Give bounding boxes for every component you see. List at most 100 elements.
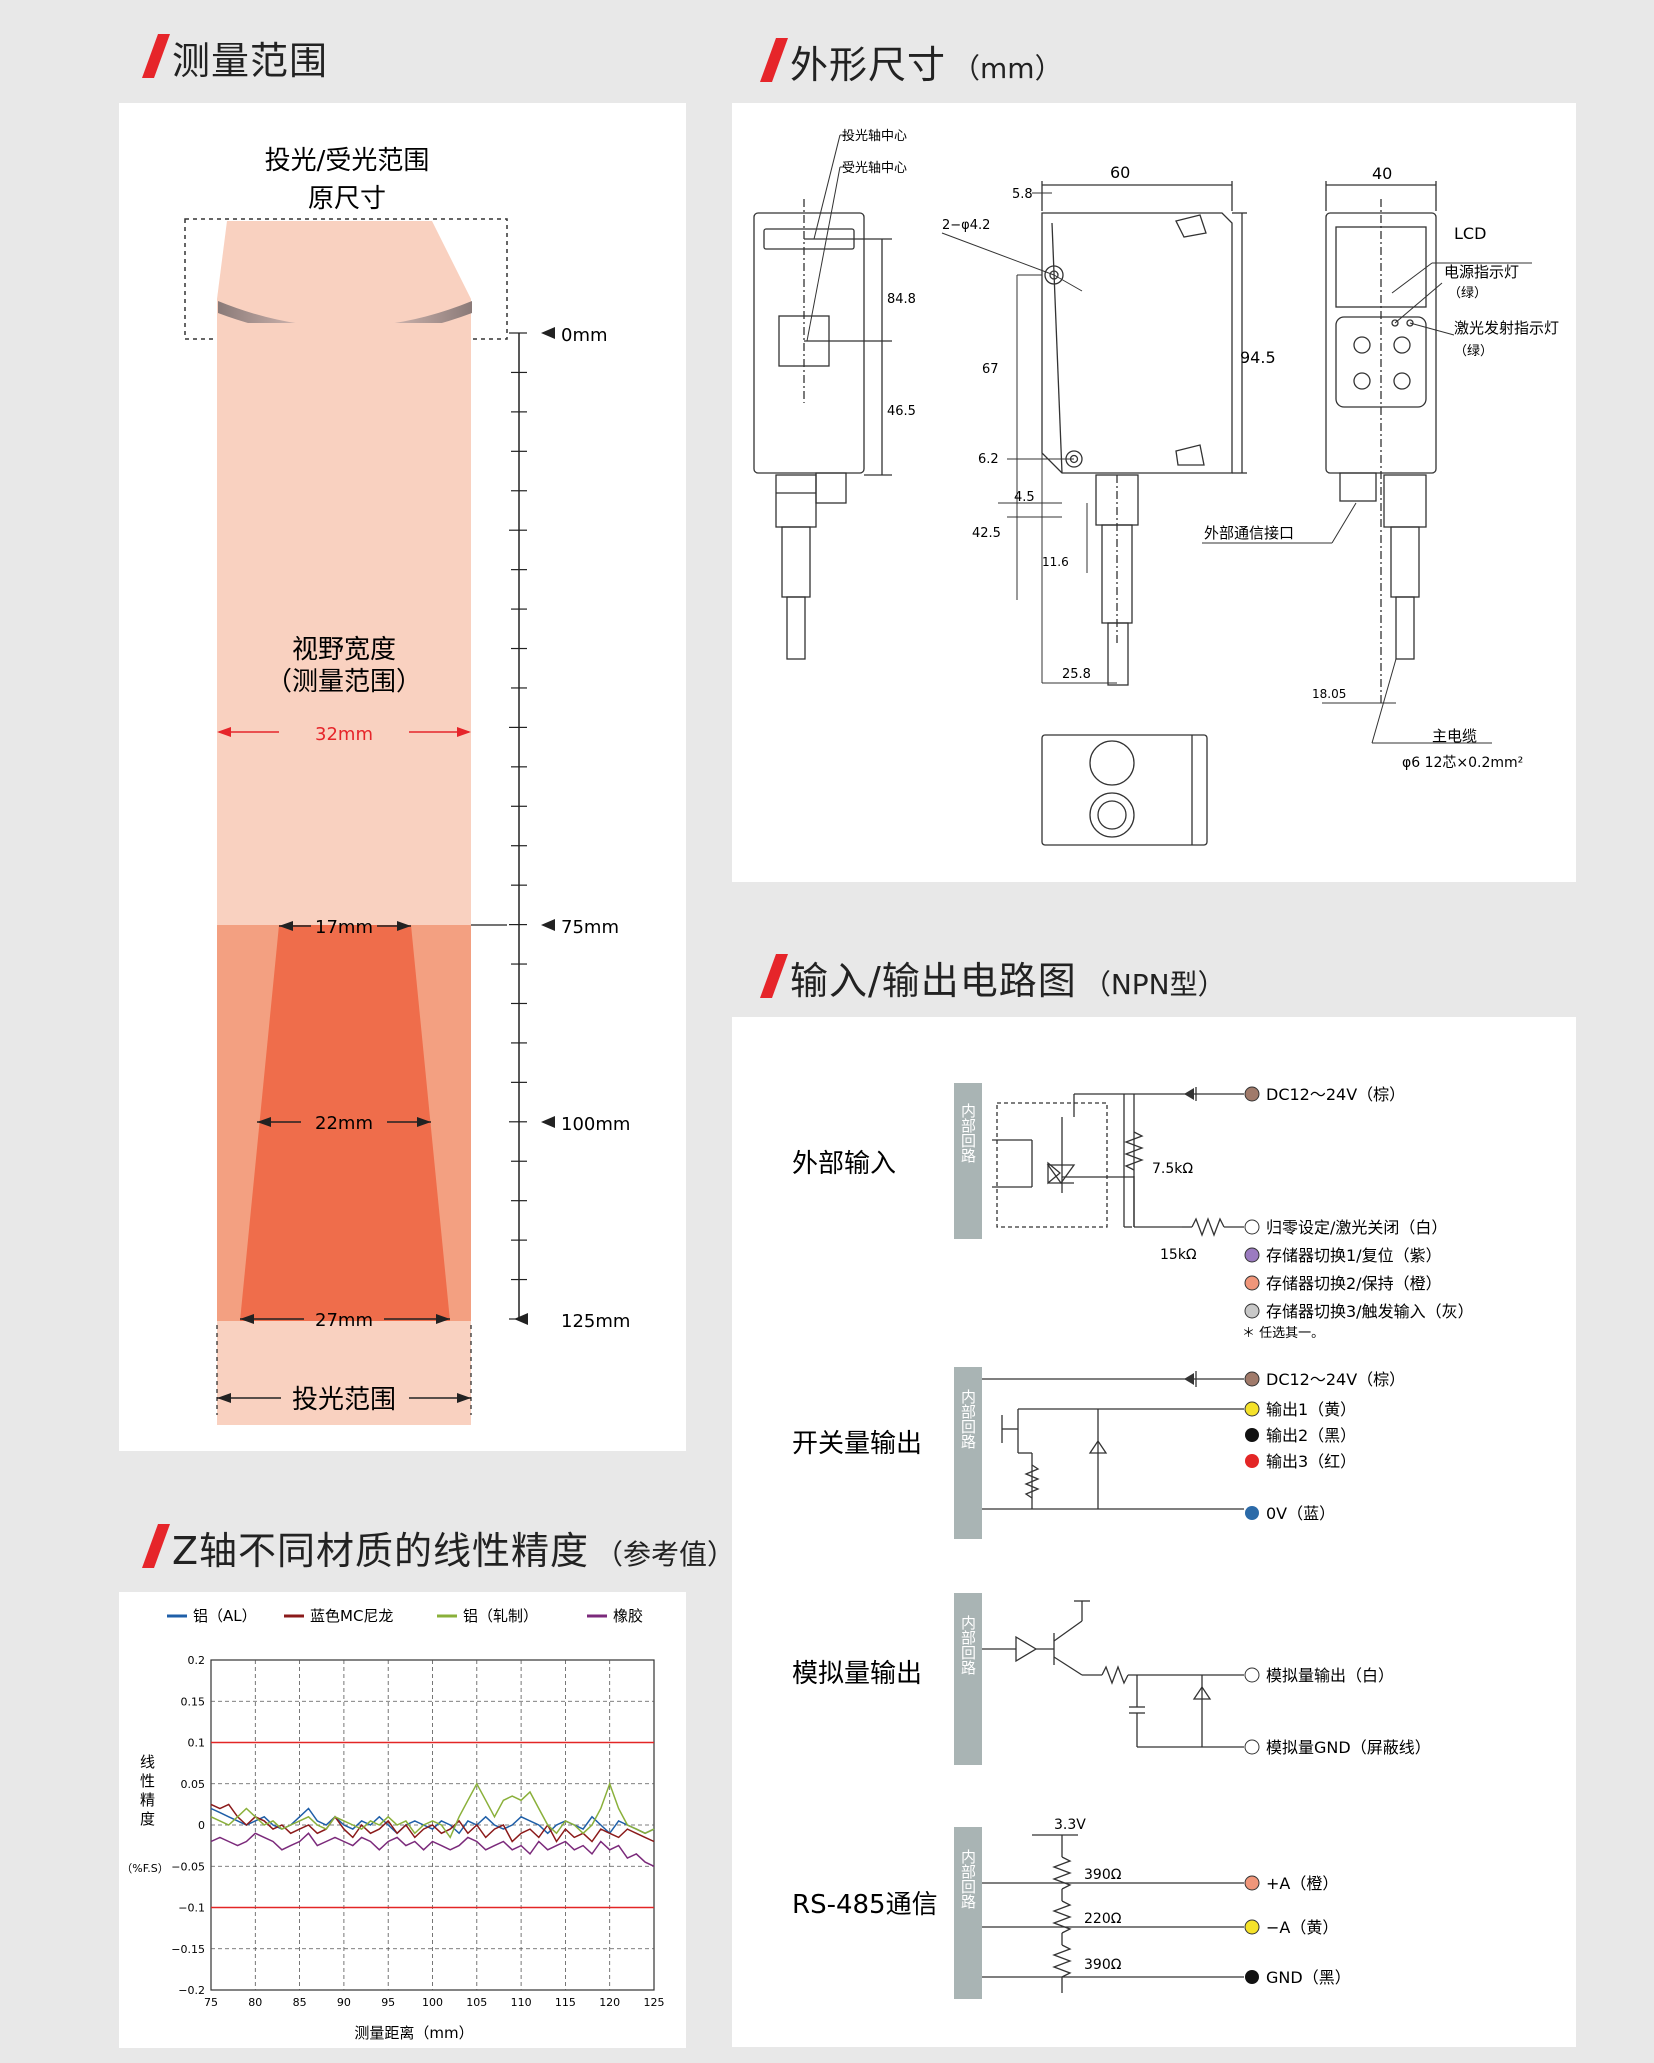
x-tick-label: 75 (204, 1996, 218, 2009)
x-tick-label: 100 (422, 1996, 443, 2009)
analog-gnd-label: 模拟量GND（屏蔽线） (1266, 1738, 1431, 1757)
internal-bar-3 (954, 1593, 982, 1765)
ext-port-label: 外部通信接口 (1204, 524, 1294, 542)
analog-out-white-label: 模拟量输出（白） (1266, 1666, 1394, 1685)
mark-0-label: 0mm (561, 325, 608, 346)
x-tick-label: 120 (599, 1996, 620, 2009)
y-tick-label: 0.15 (181, 1695, 206, 1708)
r390a-label: 390Ω (1084, 1867, 1122, 1883)
y-tick-label: −0.1 (178, 1902, 205, 1915)
a-plus-label: +A（橙） (1266, 1874, 1338, 1893)
range-scale-ticks (509, 332, 527, 1320)
top-label-1: 投光/受光范围 (265, 146, 430, 176)
ext-input-dot (1244, 1219, 1260, 1235)
slash-mark-icon (760, 954, 788, 998)
left-view-body (753, 212, 865, 474)
ext-input-dot (1244, 1303, 1260, 1319)
laser-led-color: （绿） (1454, 344, 1493, 359)
top-label-2: 原尺寸 (308, 184, 386, 214)
zero-v-label: 0V（蓝） (1266, 1504, 1335, 1523)
chart-xlabel: 测量距离（mm） (354, 2024, 473, 2042)
rs485-label: RS-485通信 (792, 1890, 938, 1920)
y-tick-label: 0.2 (188, 1654, 206, 1667)
internal-bar-1 (954, 1083, 982, 1239)
width-27-label: 27mm (315, 1310, 373, 1331)
rs485-gnd-label: GND（黑） (1266, 1968, 1351, 1987)
x-tick-label: 95 (381, 1996, 395, 2009)
sensor-head-shape (217, 221, 471, 323)
r220-label: 220Ω (1084, 1911, 1122, 1927)
side-view-body (1041, 212, 1233, 474)
emit-range-label: 投光范围 (292, 1385, 396, 1415)
io-section-title: 输入/输出电路图 （NPN型） (760, 950, 1226, 1005)
slash-mark-icon (760, 38, 788, 82)
range-diagram: 投光/受光范围 原尺寸 视野宽度 （测量范围） 32mm 17mm (184, 146, 630, 1425)
y-tick-label: 0.1 (188, 1737, 206, 1750)
a-minus-label: −A（黄） (1266, 1918, 1338, 1937)
legend-label: 蓝色MC尼龙 (310, 1607, 393, 1625)
dim-40: 40 (1372, 164, 1392, 183)
ext-input-dot (1244, 1247, 1260, 1263)
ext-input-item-label: 存储器切换2/保持（橙） (1266, 1274, 1442, 1293)
laser-led-label: 激光发射指示灯 (1454, 319, 1559, 337)
chart-ylabel-unit: （%F.S） (121, 1862, 169, 1875)
x-tick-label: 85 (293, 1996, 307, 2009)
y-tick-label: −0.2 (178, 1984, 205, 1997)
internal-bar-4 (954, 1827, 982, 1999)
slash-mark-icon (142, 1524, 170, 1568)
dimensions-section-title: 外形尺寸 （mm） (760, 34, 1063, 89)
dim-67: 67 (982, 362, 999, 377)
x-tick-label: 90 (337, 1996, 351, 2009)
fov-trapezoid (240, 925, 450, 1321)
linearity-section-title: Z轴不同材质的线性精度 （参考值） (142, 1520, 735, 1575)
y-tick-label: 0.05 (181, 1778, 206, 1791)
power-led-color: （绿） (1448, 286, 1487, 301)
ext-input-item-label: 归零设定/激光关闭（白） (1266, 1218, 1447, 1237)
x-tick-label: 115 (555, 1996, 576, 2009)
main-cable-label: 主电缆 (1432, 727, 1477, 745)
x-tick-label: 105 (466, 1996, 487, 2009)
range-section-title: 测量范围 (142, 30, 328, 85)
lcd-label: LCD (1454, 224, 1486, 243)
dim-94-5: 94.5 (1240, 348, 1276, 367)
dim-25-8: 25.8 (1062, 667, 1091, 682)
switch-dc-label: DC12～24V（棕） (1266, 1370, 1405, 1389)
ext-input-label: 外部输入 (792, 1149, 896, 1179)
fov-label-2: （测量范围） (266, 667, 422, 697)
legend-label: 铝（AL） (193, 1607, 257, 1625)
dim-4-5: 4.5 (1014, 490, 1035, 505)
ext-dc-label: DC12～24V（棕） (1266, 1085, 1405, 1104)
width-22-label: 22mm (315, 1113, 373, 1134)
dim-11-6: 11.6 (1042, 555, 1069, 569)
internal-label-1: 内部回路 (959, 1103, 977, 1163)
cable-spec-label: φ6 12芯×0.2mm² (1402, 755, 1523, 771)
ext-input-items: 归零设定/激光关闭（白）存储器切换1/复位（紫）存储器切换2/保持（橙）存储器切… (1244, 1218, 1474, 1321)
ext-note: ＊ 任选其一。 (1242, 1326, 1324, 1341)
x-tick-label: 80 (248, 1996, 262, 2009)
chart-legend: 铝（AL）蓝色MC尼龙铝（轧制）橡胶 (167, 1607, 643, 1625)
chart-grid (210, 1659, 655, 1991)
r-7-5k-label: 7.5kΩ (1152, 1161, 1193, 1177)
analog-out-label: 模拟量输出 (792, 1659, 922, 1689)
internal-label-2: 内部回路 (959, 1389, 977, 1449)
out2-label: 输出2（黑） (1266, 1426, 1356, 1445)
dim-42-5: 42.5 (972, 526, 1001, 541)
io-circuit-panel: 内部回路 内部回路 内部回路 内部回路 (732, 1017, 1576, 2047)
v33-label: 3.3V (1054, 1817, 1086, 1833)
dim-hole: 2−φ4.2 (942, 218, 990, 233)
x-tick-label: 125 (644, 1996, 665, 2009)
dim-60: 60 (1110, 163, 1130, 182)
dim-46-5: 46.5 (887, 404, 916, 419)
dimensions-drawing: 投光轴中心 受光轴中心 84.8 46.5 60 5.8 2−φ4.2 67 9… (753, 128, 1559, 846)
internal-bar-2 (954, 1367, 982, 1539)
r-15k-label: 15kΩ (1160, 1247, 1197, 1263)
y-tick-label: 0 (198, 1819, 205, 1832)
slash-mark-icon (142, 34, 170, 78)
dim-5-8: 5.8 (1012, 187, 1033, 202)
ext-input-dot (1244, 1275, 1260, 1291)
bottom-view-body (1041, 734, 1208, 846)
out1-label: 输出1（黄） (1266, 1400, 1356, 1419)
recv-axis-label: 受光轴中心 (842, 161, 907, 176)
